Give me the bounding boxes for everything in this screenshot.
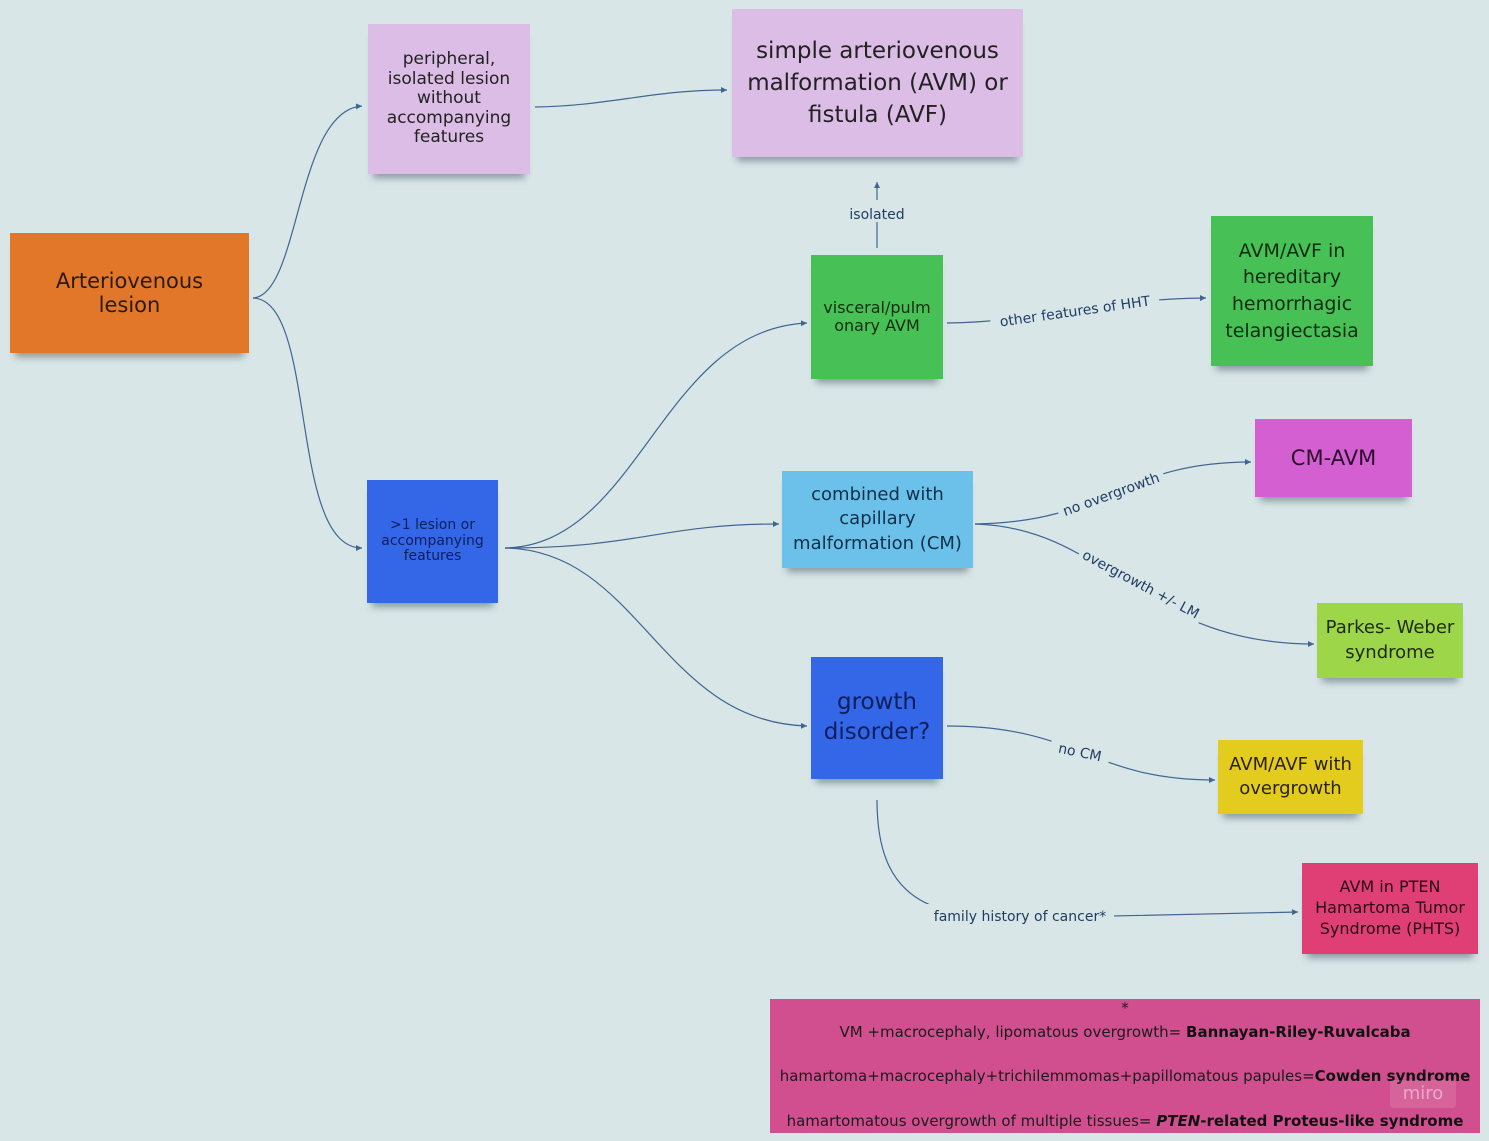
edge-multiple-to-visceral [504, 320, 808, 549]
node-visceral-avm-label: visceral/pulmonary AVM [823, 297, 931, 335]
edge-label-family-history: family history of cancer* [934, 909, 1106, 925]
node-combined-cm-label: combined with capillary malformation (CM… [793, 484, 962, 554]
footnote-line-1-bold: Bannayan-Riley-Ruvalcaba [1186, 1023, 1411, 1041]
footnote-line-3-bold: -related Proteus-like syndrome [1200, 1112, 1464, 1130]
footnote-line-2-text: hamartoma+macrocephaly+trichilemmomas+pa… [779, 1067, 1315, 1085]
node-simple-avm-label: simple arteriovenous malformation (AVM) … [747, 37, 1008, 129]
edge-peripheral-to-simple [534, 87, 728, 108]
miro-watermark: miro [1390, 1080, 1456, 1108]
node-avm-overgrowth[interactable]: AVM/AVF with overgrowth [1218, 740, 1363, 814]
node-visceral-avm[interactable]: visceral/pulmonary AVM [811, 255, 943, 379]
edge-multiple-to-combined [504, 521, 780, 549]
node-cm-avm-label: CM-AVM [1290, 445, 1377, 470]
node-multiple-lesion-label: >1 lesion or accompanying features [381, 517, 484, 565]
edge-multiple-to-growth [504, 547, 808, 729]
node-cm-avm[interactable]: CM-AVM [1255, 419, 1412, 497]
node-hht-label: AVM/AVF in hereditary hemorrhagic telang… [1225, 239, 1359, 342]
node-peripheral-isolated[interactable]: peripheral, isolated lesion without acco… [368, 24, 530, 174]
edge-lesion-to-peripheral [252, 103, 363, 299]
footnote-line-1: VM +macrocephaly, lipomatous overgrowth=… [770, 1023, 1480, 1041]
node-phts[interactable]: AVM in PTEN Hamartoma Tumor Syndrome (PH… [1302, 863, 1478, 954]
node-arteriovenous-lesion[interactable]: Arteriovenous lesion [10, 233, 249, 353]
node-avm-overgrowth-label: AVM/AVF with overgrowth [1229, 753, 1352, 799]
node-parkes-weber-label: Parkes- Weber syndrome [1325, 617, 1455, 663]
footnote-line-2-bold: Cowden syndrome [1314, 1067, 1471, 1085]
edge-lesion-to-multiple [252, 297, 363, 551]
edge-growth-to-phts [876, 799, 1299, 919]
edge-label-isolated: isolated [849, 207, 904, 223]
node-hht[interactable]: AVM/AVF in hereditary hemorrhagic telang… [1211, 216, 1373, 366]
node-phts-label: AVM in PTEN Hamartoma Tumor Syndrome (PH… [1315, 877, 1465, 938]
node-growth-disorder-label: growth disorder? [823, 689, 931, 745]
footnote-line-1-text: VM +macrocephaly, lipomatous overgrowth= [839, 1023, 1187, 1041]
node-combined-cm[interactable]: combined with capillary malformation (CM… [782, 471, 973, 568]
node-parkes-weber[interactable]: Parkes- Weber syndrome [1317, 603, 1463, 678]
node-growth-disorder[interactable]: growth disorder? [811, 657, 943, 779]
footnote-star: * [1121, 999, 1129, 1017]
footnote-line-3: hamartomatous overgrowth of multiple tis… [770, 1112, 1480, 1130]
node-multiple-lesion[interactable]: >1 lesion or accompanying features [367, 480, 498, 603]
node-arteriovenous-lesion-label: Arteriovenous lesion [55, 268, 204, 317]
node-simple-avm[interactable]: simple arteriovenous malformation (AVM) … [732, 9, 1023, 157]
edge-label-overgrowth-lm: overgrowth +/- LM [1079, 547, 1201, 622]
footnote-line-3-text: hamartomatous overgrowth of multiple tis… [786, 1112, 1157, 1130]
node-peripheral-isolated-label: peripheral, isolated lesion without acco… [386, 49, 512, 148]
footnote-line-2: hamartoma+macrocephaly+trichilemmomas+pa… [770, 1067, 1480, 1085]
footnote-line-3-italic: PTEN [1156, 1112, 1201, 1130]
footnote-note[interactable]: * VM +macrocephaly, lipomatous overgrowt… [770, 999, 1480, 1133]
